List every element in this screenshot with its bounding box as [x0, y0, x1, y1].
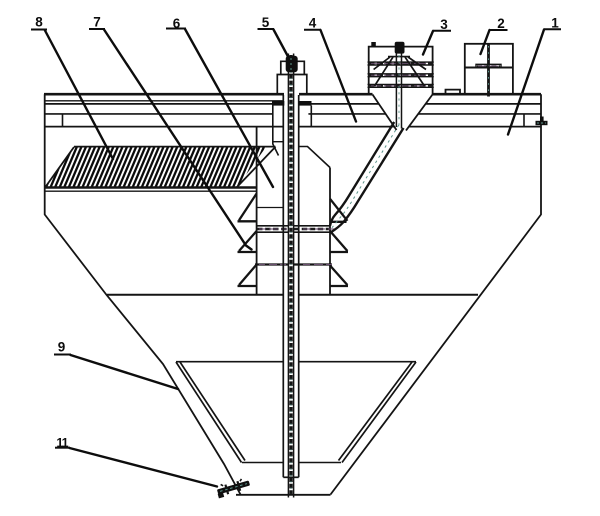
svg-text:4: 4: [309, 16, 317, 31]
svg-text:1: 1: [551, 16, 559, 31]
svg-text:6: 6: [173, 16, 181, 31]
svg-text:8: 8: [35, 15, 43, 30]
svg-text:7: 7: [93, 15, 101, 30]
svg-text:5: 5: [262, 15, 270, 30]
svg-text:9: 9: [58, 340, 66, 355]
svg-text:3: 3: [440, 17, 448, 32]
svg-text:11: 11: [56, 436, 68, 450]
svg-text:2: 2: [497, 16, 505, 31]
